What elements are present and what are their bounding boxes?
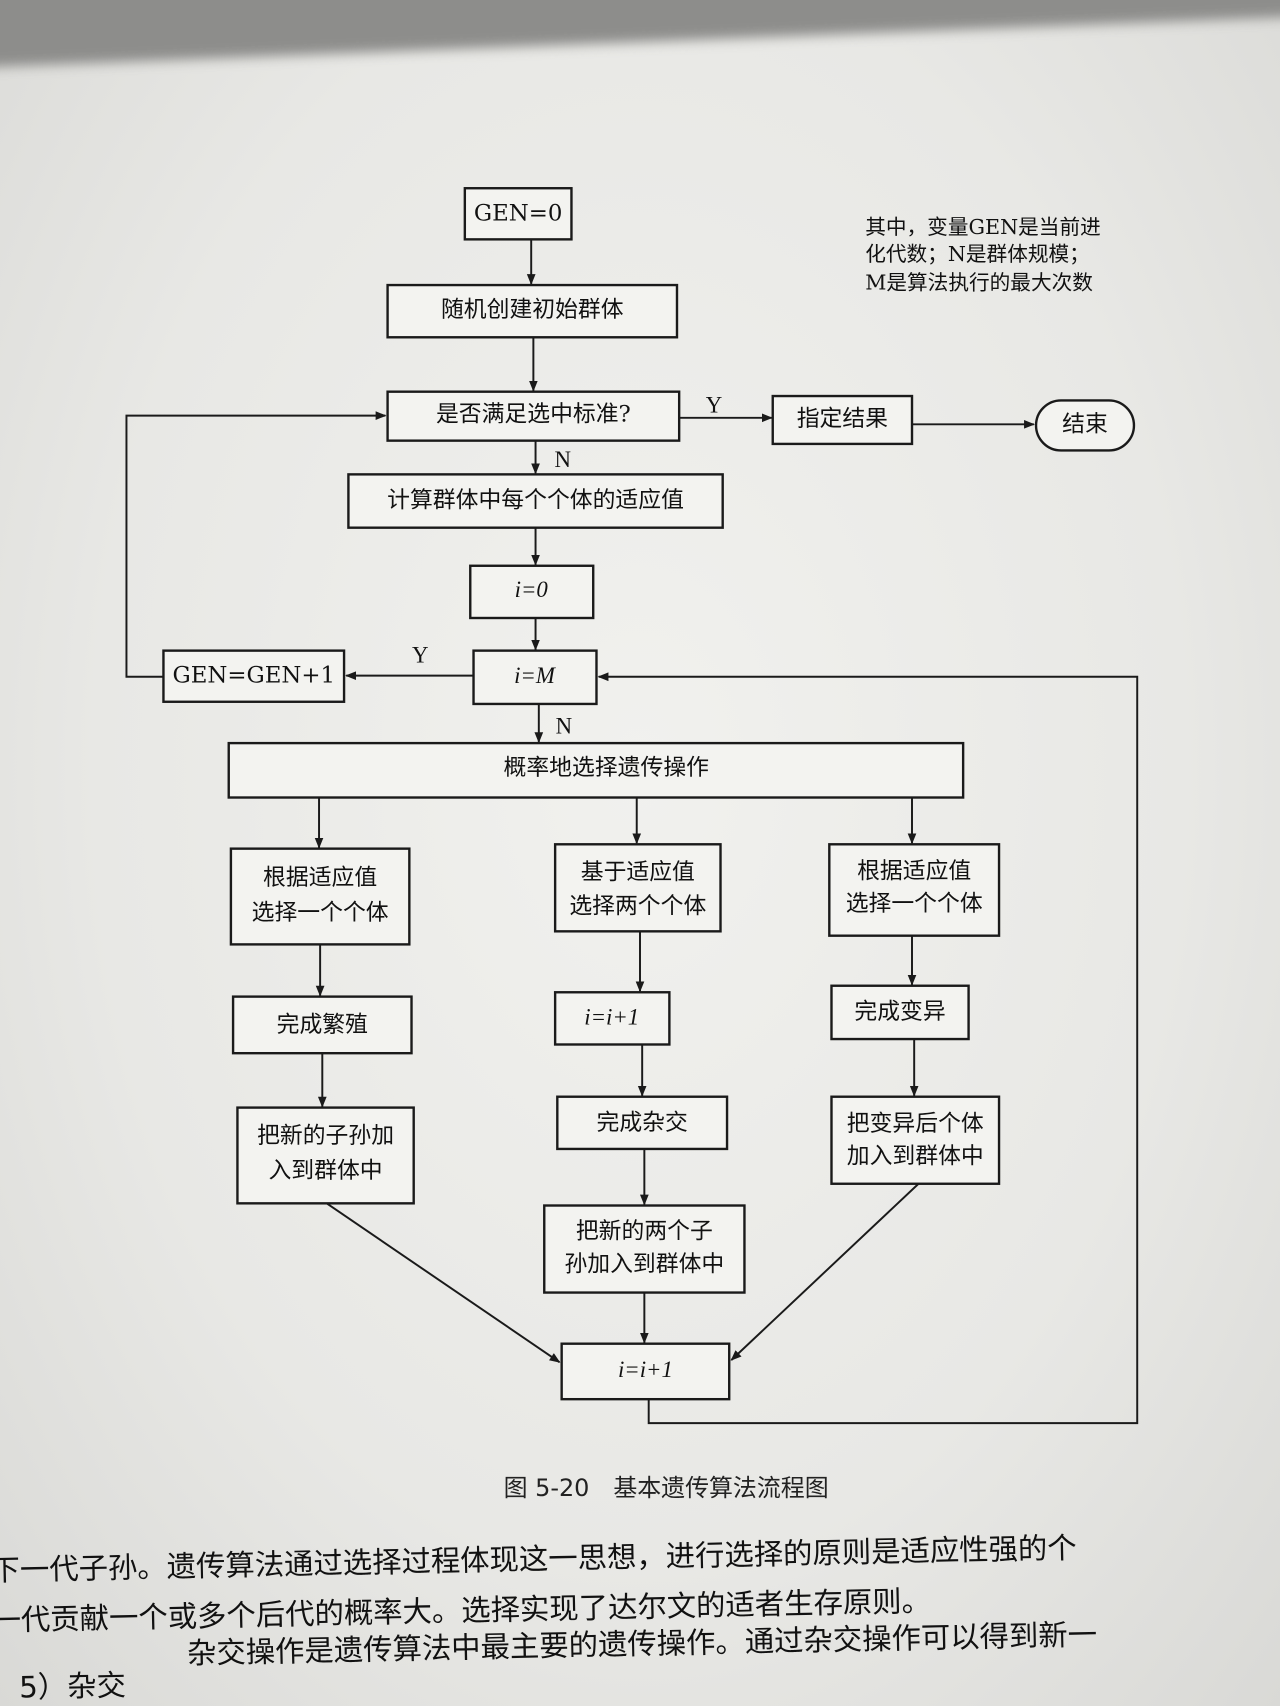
node-create-population: 随机创建初始群体 [386, 283, 679, 339]
node-label: 根据适应值 [263, 865, 377, 891]
node-label: 选择一个个体 [846, 891, 983, 917]
node-end: 结束 [1034, 399, 1136, 452]
note-line: M是算法执行的最大次数 [865, 270, 1093, 294]
node-label: 基于适应值 [581, 860, 695, 886]
node-i-increment-bottom: i=i+1 [560, 1342, 731, 1401]
node-reproduce: 完成繁殖 [231, 995, 413, 1055]
node-mutate: 完成变异 [830, 984, 970, 1041]
node-gen-increment: GEN=GEN+1 [162, 649, 346, 703]
node-label: i=i+1 [618, 1357, 673, 1382]
node-label: 根据适应值 [857, 859, 971, 885]
node-label: 完成繁殖 [277, 1012, 368, 1038]
node-label: 完成变异 [854, 999, 945, 1025]
edge-label-yes: Y [412, 643, 429, 668]
node-gen-init: GEN=0 [463, 187, 573, 241]
node-label: GEN=0 [474, 200, 563, 226]
body-text: 下一代子孙。遗传算法通过选择过程体现这一思想，进行选择的原则是适应性强的个 一代… [0, 1531, 1097, 1705]
note-line: 其中，变量GEN是当前进 [865, 215, 1101, 239]
body-line: 下一代子孙。遗传算法通过选择过程体现这一思想，进行选择的原则是适应性强的个 [0, 1531, 1077, 1588]
node-i-zero: i=0 [469, 564, 595, 620]
node-compute-fitness: 计算群体中每个个体的适应值 [347, 473, 724, 529]
node-label: 入到群体中 [268, 1158, 382, 1184]
node-label: 孙加入到群体中 [564, 1251, 724, 1277]
edge-label-yes: Y [706, 392, 723, 417]
node-label: 完成杂交 [597, 1110, 688, 1136]
connectors [125, 239, 1139, 1425]
node-label: 概率地选择遗传操作 [504, 755, 709, 781]
figure-caption: 图 5-20 基本遗传算法流程图 [504, 1474, 829, 1502]
node-label: 选择一个个体 [252, 900, 389, 926]
node-crossover: 完成杂交 [556, 1095, 729, 1151]
edge-label-no: N [556, 713, 573, 738]
node-label: 把新的两个子 [576, 1219, 713, 1245]
node-specify-result: 指定结果 [771, 394, 914, 446]
node-label: GEN=GEN+1 [172, 663, 335, 689]
node-i-equals-m: i=M [472, 649, 598, 706]
note-line: 化代数；N是群体规模； [865, 242, 1090, 266]
node-label: 指定结果 [797, 406, 888, 432]
node-label: 随机创建初始群体 [441, 297, 624, 323]
node-label: i=M [514, 663, 557, 688]
node-label: i=i+1 [584, 1005, 639, 1030]
node-i-increment-mid: i=i+1 [553, 991, 671, 1046]
node-check-criteria: 是否满足选中标准? [386, 390, 681, 442]
node-label: i=0 [515, 577, 549, 602]
node-label: 结束 [1062, 411, 1108, 437]
node-label: 计算群体中每个个体的适应值 [387, 488, 684, 514]
edge-label-no: N [555, 447, 572, 472]
variable-note: 其中，变量GEN是当前进 化代数；N是群体规模； M是算法执行的最大次数 [865, 215, 1101, 294]
node-label: 把变异后个体 [847, 1111, 984, 1137]
node-choose-operation: 概率地选择遗传操作 [227, 741, 965, 799]
node-label: 加入到群体中 [847, 1144, 984, 1170]
node-label: 把新的子孙加 [257, 1123, 394, 1149]
node-label: 选择两个个体 [569, 893, 706, 919]
section-heading-crossover: 5）杂交 [19, 1668, 126, 1704]
node-label: 是否满足选中标准? [436, 402, 631, 428]
